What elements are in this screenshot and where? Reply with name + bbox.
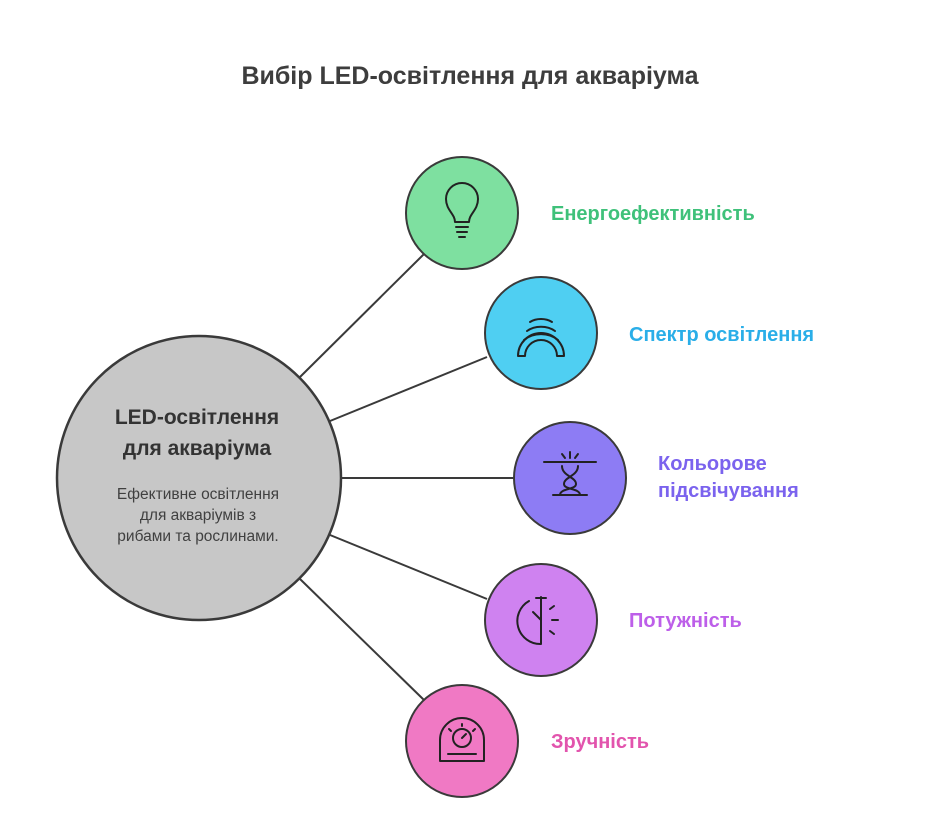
central-desc-line-2: для акваріумів з [140, 507, 256, 524]
branch-label-3-line-2: підсвічування [658, 480, 799, 502]
central-desc-line-3: рибами та рослинами. [117, 528, 278, 545]
connector-5 [299, 578, 425, 701]
central-node: LED-освітлення для акваріума Ефективне о… [55, 334, 343, 622]
branch-label-1: Енергоефективність [551, 203, 755, 225]
central-circle [55, 334, 343, 622]
branch-color-backlight: Кольорове підсвічування [513, 421, 799, 535]
lightbulb-icon [445, 182, 479, 238]
diagram-title: Вибір LED-освітлення для акваріума [241, 62, 699, 90]
control-device-icon [439, 717, 485, 762]
branch-circle-5 [405, 684, 519, 798]
branch-circle-1 [405, 156, 519, 270]
branch-label-4: Потужність [629, 610, 742, 632]
branch-label-5: Зручність [551, 731, 649, 753]
branch-light-spectrum: Спектр освітлення [484, 276, 814, 390]
central-desc-line-1: Ефективне освітлення [117, 486, 279, 503]
branch-convenience: Зручність [405, 684, 649, 798]
branch-power: Потужність [484, 563, 742, 677]
connector-1 [299, 253, 425, 378]
connector-4 [329, 534, 488, 600]
central-title-line-1: LED-освітлення [115, 406, 279, 429]
branch-label-3-line-1: Кольорове [658, 453, 767, 475]
central-title-line-2: для акваріума [123, 437, 272, 460]
branch-label-2: Спектр освітлення [629, 324, 814, 346]
spectrum-arc-icon [517, 317, 565, 357]
branch-energy-efficiency: Енергоефективність [405, 156, 755, 270]
fountain-light-icon [543, 451, 597, 496]
power-gauge-icon [516, 596, 559, 646]
connector-2 [329, 356, 488, 422]
connectors [299, 253, 514, 701]
